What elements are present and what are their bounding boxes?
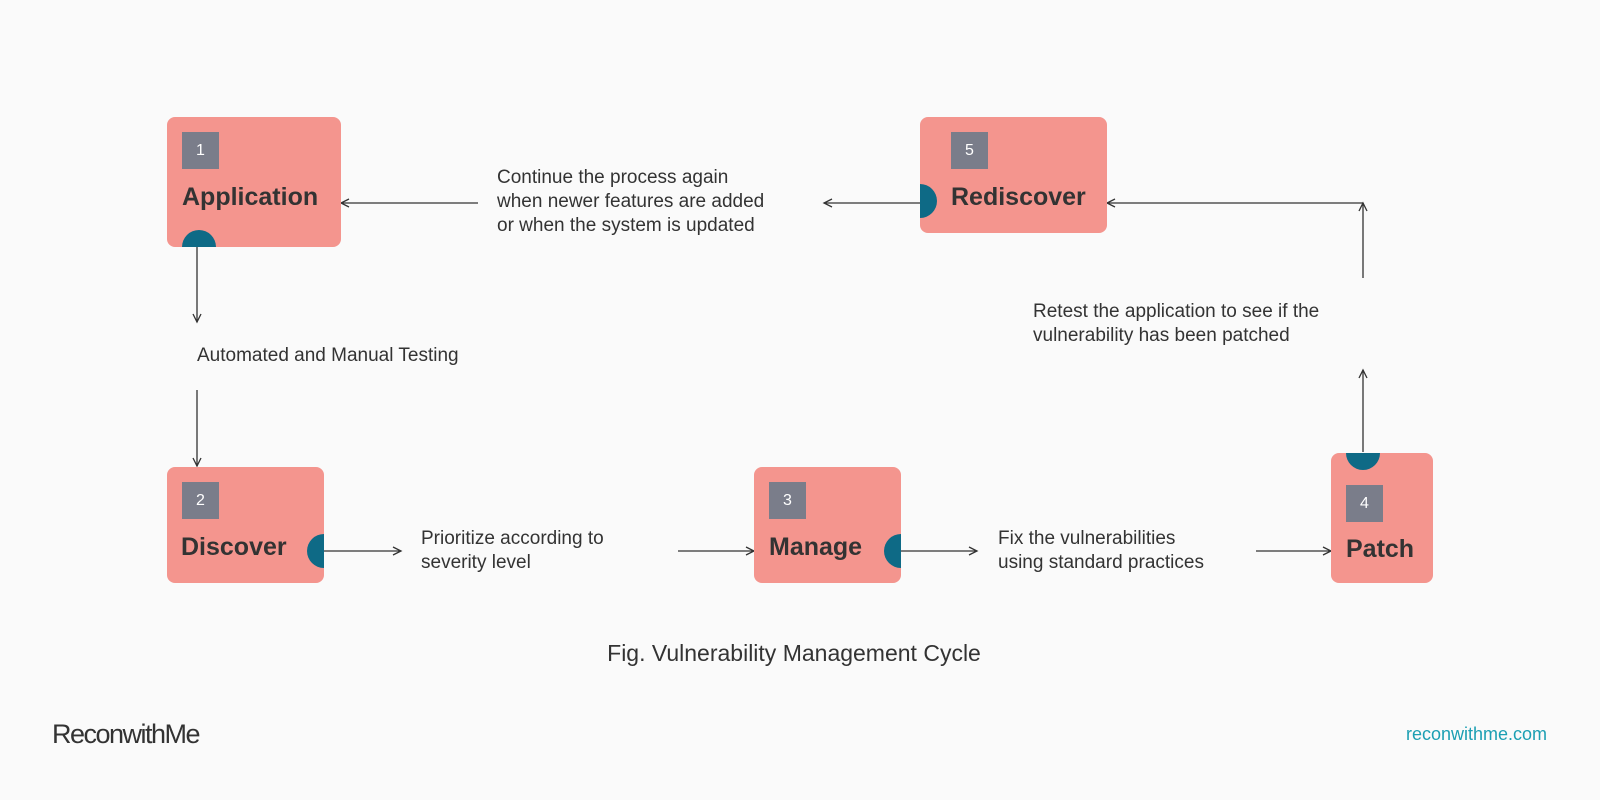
- node-number-badge: 3: [769, 482, 806, 519]
- node-number-badge: 4: [1346, 485, 1383, 522]
- node-label: Discover: [181, 533, 287, 561]
- edge-label-fix: Fix the vulnerabilities using standard p…: [998, 528, 1204, 573]
- website-link[interactable]: reconwithme.com: [1405, 724, 1547, 744]
- node-rediscover: 5 Rediscover: [920, 117, 1107, 233]
- connector-knob: [1346, 453, 1380, 470]
- node-number-badge: 2: [182, 482, 219, 519]
- edge-label-testing: Automated and Manual Testing: [197, 345, 459, 366]
- node-patch: 4 Patch: [1331, 453, 1433, 583]
- connector-knob: [884, 534, 901, 568]
- node-label: Rediscover: [951, 183, 1086, 211]
- node-discover: 2 Discover: [167, 467, 324, 583]
- node-label: Application: [182, 183, 319, 211]
- brand-logo: ReconwithMe: [52, 719, 201, 749]
- node-manage: 3 Manage: [754, 467, 901, 583]
- figure-caption: Fig. Vulnerability Management Cycle: [607, 640, 981, 666]
- node-number-badge: 1: [182, 132, 219, 169]
- node-label: Patch: [1346, 535, 1415, 563]
- node-label: Manage: [769, 533, 863, 561]
- edge-label-retest: Retest the application to see if the vul…: [1033, 301, 1320, 346]
- node-application: 1 Application: [167, 117, 341, 247]
- node-number-badge: 5: [951, 132, 988, 169]
- edge-label-prioritize: Prioritize according to severity level: [421, 528, 604, 573]
- edge-label-continue: Continue the process again when newer fe…: [497, 167, 765, 236]
- connector-knob: [920, 184, 937, 218]
- connector-knob: [307, 534, 324, 568]
- connector-knob: [182, 230, 216, 247]
